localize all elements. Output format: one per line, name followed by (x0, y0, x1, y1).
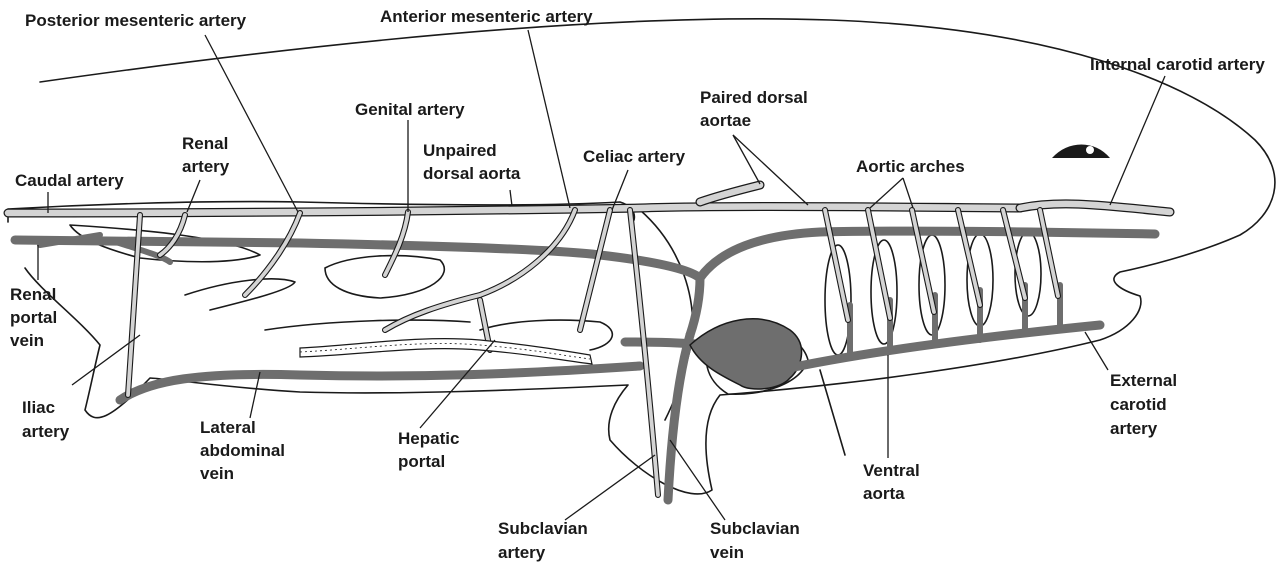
label-hepatic-portal: Hepatic portal (398, 429, 464, 471)
label-lateral-abdominal-vein: Lateral abdominal vein (200, 418, 290, 483)
label-posterior-mesenteric-artery: Posterior mesenteric artery (25, 11, 247, 30)
label-celiac-artery: Celiac artery (583, 147, 686, 166)
label-renal-portal-vein: Renal portal vein (10, 285, 62, 350)
label-caudal-artery: Caudal artery (15, 171, 124, 190)
label-iliac-artery: Iliac artery (22, 398, 70, 441)
label-aortic-arches: Aortic arches (856, 157, 965, 176)
vein-system (15, 231, 1155, 500)
hepatic-portal-band (300, 339, 592, 364)
label-unpaired-dorsal-aorta: Unpaired dorsal aorta (423, 141, 521, 183)
label-subclavian-artery: Subclavian artery (498, 519, 593, 562)
label-internal-carotid-artery: Internal carotid artery (1090, 55, 1265, 74)
label-external-carotid-artery: External carotid artery (1110, 371, 1182, 438)
label-genital-artery: Genital artery (355, 100, 465, 119)
label-renal-artery: Renal artery (182, 134, 233, 176)
label-ventral-aorta: Ventral aorta (863, 461, 924, 503)
label-subclavian-vein: Subclavian vein (710, 519, 805, 562)
label-anterior-mesenteric-artery: Anterior mesenteric artery (380, 7, 593, 26)
dorsal-aorta (8, 185, 1170, 213)
label-paired-dorsal-aortae: Paired dorsal aortae (700, 88, 812, 130)
